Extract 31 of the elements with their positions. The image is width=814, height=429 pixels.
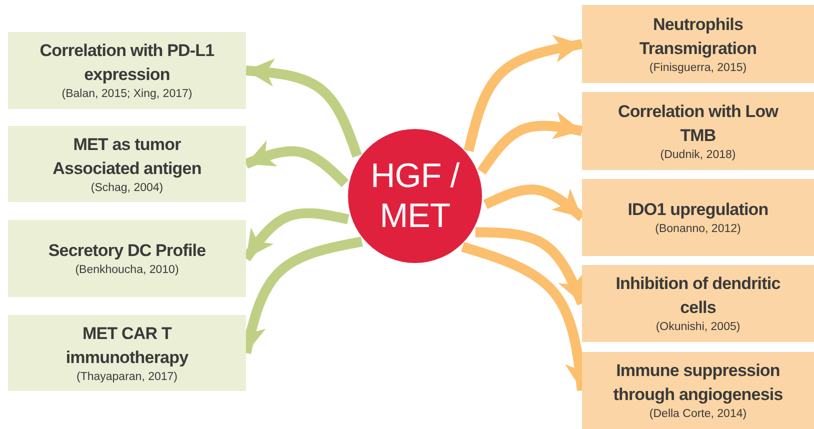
topic-box bbox=[8, 220, 246, 297]
citation: (Okunishi, 2005) bbox=[656, 320, 740, 335]
topic-box bbox=[8, 126, 246, 202]
topic-title: MET CAR T immunotherapy bbox=[64, 322, 190, 368]
citation: (Della Corte, 2014) bbox=[649, 407, 747, 422]
topic-box bbox=[582, 92, 814, 170]
citation: (Schag, 2004) bbox=[90, 180, 164, 196]
topic-box bbox=[582, 352, 814, 429]
citation: (Dudnik, 2018) bbox=[660, 148, 736, 162]
citation: (Thayaparan, 2017) bbox=[76, 370, 178, 384]
topic-box bbox=[8, 32, 246, 109]
curved-arrow bbox=[246, 58, 362, 158]
topic-title: Correlation with PD-L1 expression bbox=[38, 40, 216, 86]
topic-title: Immune suppression through angiogenesis bbox=[612, 360, 784, 406]
curved-arrow bbox=[244, 140, 349, 188]
citation: (Bonanno, 2012) bbox=[655, 222, 741, 237]
topic-box bbox=[8, 315, 246, 391]
topic-box bbox=[582, 179, 814, 256]
citation: (Balan, 2015; Xing, 2017) bbox=[62, 87, 192, 102]
topic-title: MET as tumor Associated antigen bbox=[52, 134, 202, 180]
citation: (Finisguerra, 2015) bbox=[649, 60, 747, 76]
topic-box bbox=[582, 5, 814, 83]
topic-title: Correlation with Low TMB bbox=[616, 100, 780, 146]
center-label: HGF / MET bbox=[370, 156, 460, 236]
topic-box bbox=[582, 265, 814, 342]
topic-title: IDO1 upregulation bbox=[628, 199, 768, 221]
citation: (Benkhoucha, 2010) bbox=[75, 263, 179, 278]
topic-title: Secretory DC Profile bbox=[48, 240, 206, 262]
topic-title: Neutrophils Transmigration bbox=[638, 14, 758, 60]
curved-arrow bbox=[477, 112, 583, 175]
topic-title: Inhibition of dendritic cells bbox=[614, 273, 782, 319]
